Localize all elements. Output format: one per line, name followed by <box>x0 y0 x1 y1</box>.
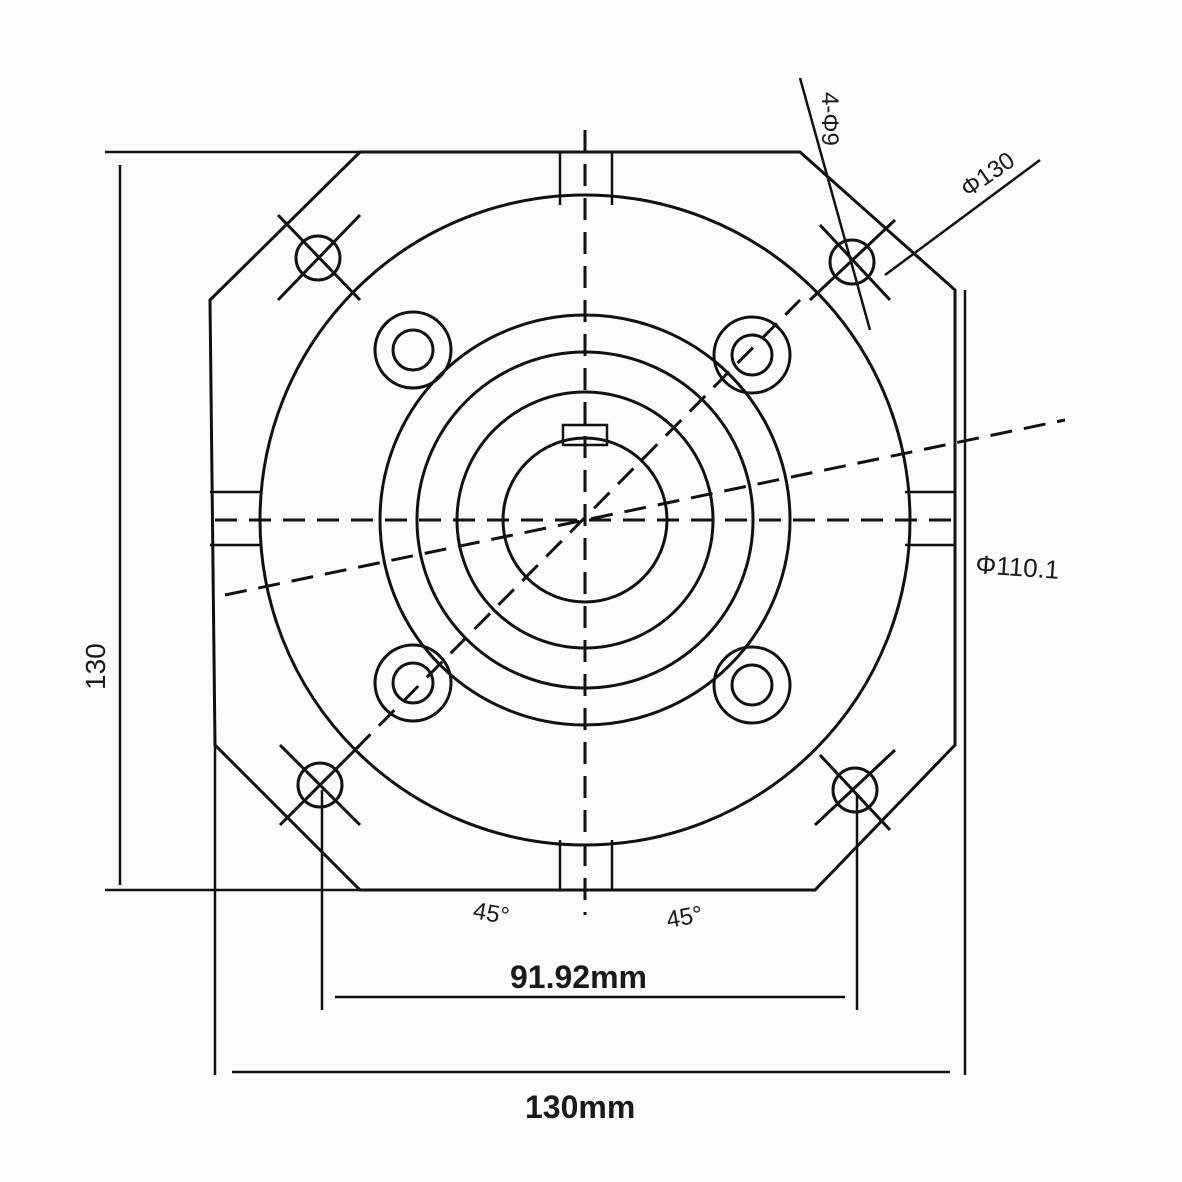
bolt-circle-label: Φ130 <box>956 147 1020 203</box>
keyway-slots <box>210 152 955 890</box>
angle-left-label: 45° <box>471 897 511 930</box>
hole-callout: 4-Φ9 <box>816 92 843 146</box>
height-label: 130 <box>80 643 111 690</box>
dimension-lines <box>105 77 1041 1075</box>
mounting-holes <box>276 213 897 832</box>
width-label: 130mm <box>525 1089 635 1125</box>
center-lines <box>215 130 1066 915</box>
hole-spacing-label: 91.92mm <box>510 959 647 995</box>
flange-outline <box>208 150 957 892</box>
angle-right-label: 45° <box>664 901 704 934</box>
flange-lobes <box>373 310 792 725</box>
pilot-label: Φ110.1 <box>975 549 1061 585</box>
